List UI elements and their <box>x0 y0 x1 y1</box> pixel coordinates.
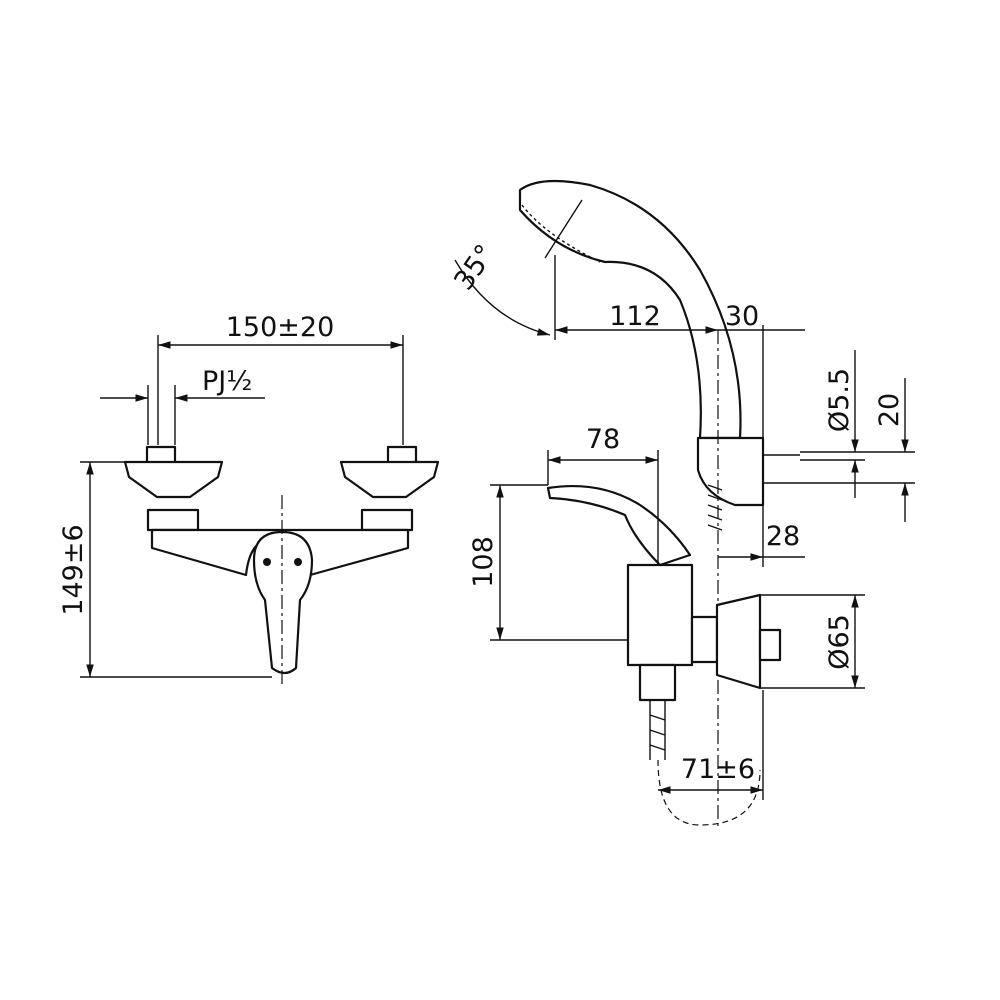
indicator-dot-hot <box>263 558 271 566</box>
thread-dimension: PJ½ <box>202 366 252 397</box>
side-union-nut <box>690 615 719 664</box>
screw-spacing-dimension: 20 <box>874 393 905 427</box>
side-lever <box>546 485 692 567</box>
right-inlet-stub <box>386 445 418 465</box>
side-view: 35° 112 30 Ø5.5 20 78 108 28 <box>448 179 915 830</box>
holder-depth-dimension: 28 <box>766 521 800 552</box>
holder-offset-dimension: 30 <box>725 301 759 332</box>
left-inlet-stub <box>145 445 177 465</box>
outlet-connector <box>638 663 677 702</box>
right-wall-flange <box>339 460 440 499</box>
hose-loop <box>657 759 761 826</box>
wall-offset-dimension: 71±6 <box>681 754 755 785</box>
front-view: 150±20 PJ½ 149±6 <box>58 312 440 685</box>
left-wall-flange <box>123 460 224 499</box>
left-union-nut <box>146 508 200 532</box>
indicator-dot-cold <box>294 558 302 566</box>
height-dimension: 149±6 <box>58 524 89 615</box>
angle-dimension: 35° <box>448 239 501 296</box>
side-body <box>626 563 694 667</box>
head-reach-dimension: 112 <box>609 301 661 332</box>
side-wall-flange <box>715 593 762 690</box>
spray-face <box>521 204 601 263</box>
lever-height-dimension: 108 <box>468 536 499 588</box>
screw-diameter-dimension: Ø5.5 <box>824 368 855 432</box>
right-union-nut <box>360 508 414 532</box>
lever-handle <box>252 530 314 675</box>
hose <box>707 484 723 531</box>
shower-holder <box>696 436 765 507</box>
lever-length-dimension: 78 <box>586 424 620 455</box>
flange-diameter-dimension: Ø65 <box>824 614 855 670</box>
width-dimension: 150±20 <box>226 312 335 343</box>
